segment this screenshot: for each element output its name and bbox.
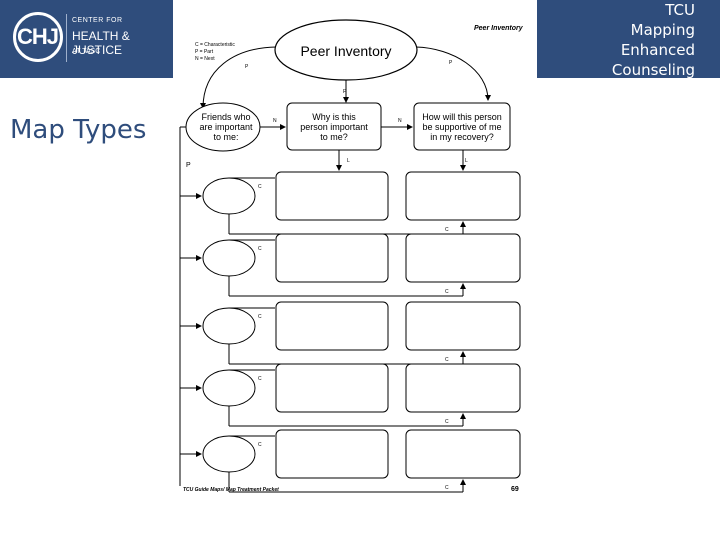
logo-ring: [13, 12, 63, 62]
chj-logo: CHJ CENTER FOR HEALTH & JUSTICE AT TASC: [0, 0, 173, 78]
logo-line3: AT TASC: [72, 48, 101, 55]
slide-title: TCU Mapping Enhanced Counseling: [537, 0, 720, 79]
rows: C C C C C C C C C C: [180, 171, 521, 493]
row-2-oval: [202, 239, 256, 277]
row-5-c-label-bottom: C: [445, 485, 449, 491]
row-1-oval: [202, 177, 256, 215]
node-why-line3: to me?: [320, 132, 348, 142]
node-friends-line3: to me:: [213, 132, 238, 142]
connector-why-how-label: N: [398, 118, 402, 124]
worksheet-diagram: Peer Inventory C = Characteristic P = Pa…: [179, 19, 524, 493]
why-down-label: L: [347, 158, 350, 164]
row-1-why-box: [275, 171, 389, 221]
arc-right: [415, 46, 491, 101]
node-how-box: [413, 102, 511, 151]
footer-page: 69: [511, 486, 519, 493]
row-2-c-label: C: [258, 246, 262, 252]
legend-next: N = Next: [195, 56, 215, 62]
center-down-label: P: [343, 89, 347, 95]
legend-characteristic: C = Characteristic: [195, 42, 235, 48]
logo-mark: CHJ: [17, 24, 59, 49]
row-3-oval: [202, 307, 256, 345]
peer-inventory-worksheet: Peer Inventory C = Characteristic P = Pa…: [173, 0, 537, 500]
title-line-4: Counseling: [611, 61, 695, 79]
arc-right-label: P: [449, 60, 453, 66]
map-types-heading: Map Types: [10, 115, 147, 145]
row-3-c-label-bottom: C: [445, 357, 449, 363]
row-5-oval: [202, 435, 256, 473]
node-how-line1: How will this person: [422, 112, 502, 122]
center-node-label: Peer Inventory: [300, 43, 391, 59]
spine-label: P: [186, 162, 191, 169]
node-friends-line1: Friends who: [201, 112, 250, 122]
row-2-how-box: [405, 233, 521, 283]
node-friends-line2: are important: [199, 122, 253, 132]
row-2-why-box: [275, 233, 389, 283]
title-line-1: TCU: [665, 1, 695, 19]
row-4-c-label: C: [258, 376, 262, 382]
title-line-3: Enhanced: [620, 41, 695, 59]
legend-part: P = Part: [195, 49, 214, 55]
node-how-line3: in my recovery?: [430, 132, 494, 142]
row-3-how-box: [405, 301, 521, 351]
row-5-how-box: [405, 429, 521, 479]
row-4-how-box: [405, 363, 521, 413]
row-5-c-label: C: [258, 442, 262, 448]
how-down-label: L: [465, 158, 468, 164]
arc-left-label: P: [245, 64, 249, 70]
row-5-why-box: [275, 429, 389, 479]
logo-divider: [66, 14, 67, 62]
footer-left: TCU Guide Maps/ Map Treatment Packet: [183, 487, 279, 493]
arc-left: [200, 46, 277, 109]
row-4-c-label-bottom: C: [445, 419, 449, 425]
row-2-c-label-bottom: C: [445, 289, 449, 295]
row-1-c-label-bottom: C: [445, 227, 449, 233]
node-how-line2: be supportive of me: [422, 122, 501, 132]
row-4-oval: [202, 369, 256, 407]
connector-friends-why-label: N: [273, 118, 277, 124]
logo-line2: HEALTH & JUSTICE: [72, 29, 130, 57]
row-1-c-label: C: [258, 184, 262, 190]
node-why-line2: person important: [300, 122, 368, 132]
row-3-c-label: C: [258, 314, 262, 320]
row-4-why-box: [275, 363, 389, 413]
node-why-line1: Why is this: [312, 112, 356, 122]
row-3-why-box: [275, 301, 389, 351]
corner-title: Peer Inventory: [474, 25, 524, 32]
row-1-how-box: [405, 171, 521, 221]
title-line-2: Mapping: [630, 21, 695, 39]
logo-line1: CENTER FOR: [72, 17, 123, 24]
